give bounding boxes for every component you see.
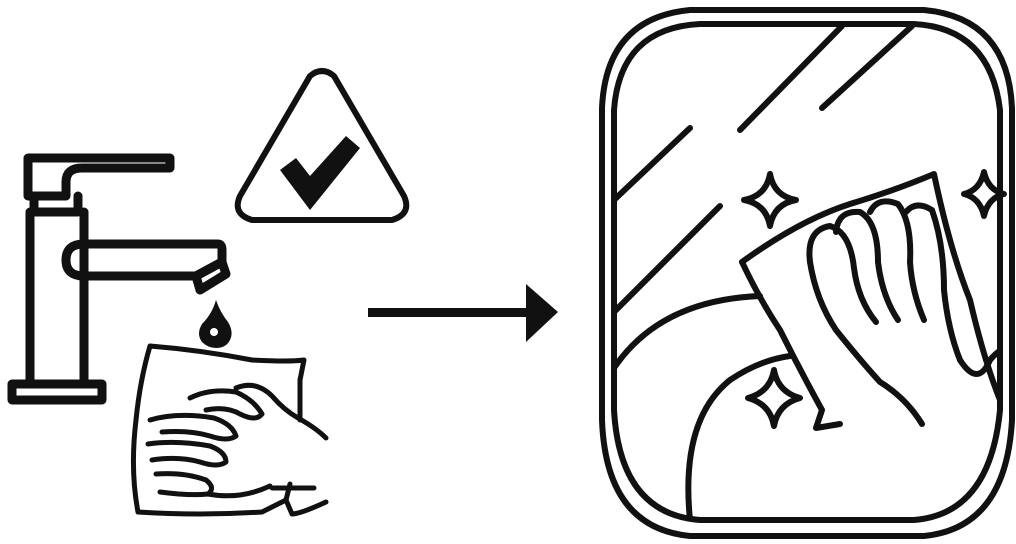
checkmark-triangle-icon [238, 71, 407, 220]
water-drop-icon [199, 300, 232, 348]
mirror-icon [602, 10, 1012, 536]
faucet-icon [12, 158, 226, 400]
cloth-hand-icon [133, 346, 326, 514]
arrow-right-icon [368, 284, 558, 342]
